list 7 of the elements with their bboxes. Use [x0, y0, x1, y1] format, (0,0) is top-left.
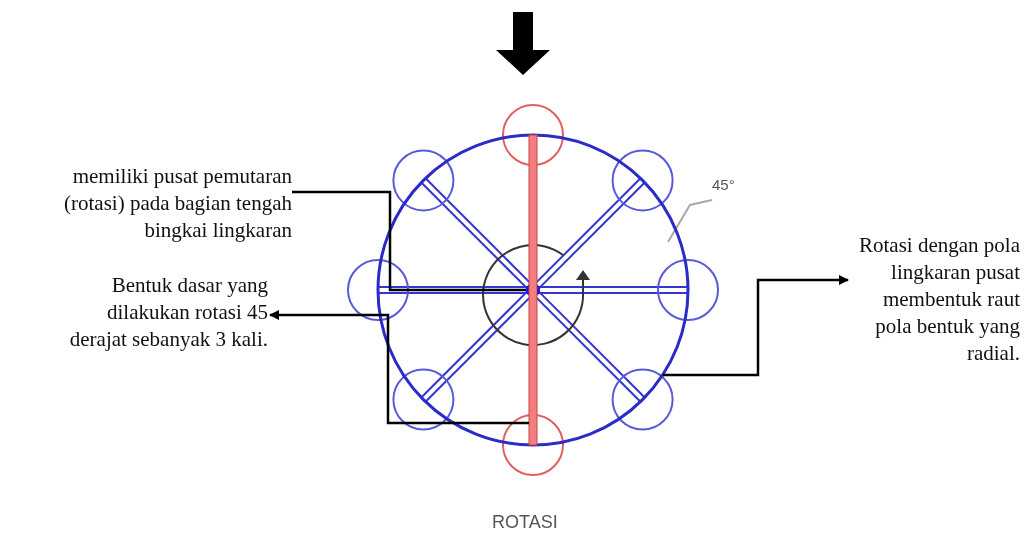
callout-text: memiliki pusat pemutaran (rotasi) pada bagian tengah bingkai lingkaran [52, 163, 292, 244]
callout-text: Rotasi dengan pola lingkaran pusat membentuk raut pola bentuk yang radial. [850, 232, 1020, 367]
callout-text: Bentuk dasar yang dilakukan rotasi 45 derajat sebanyak 3 kali. [63, 272, 268, 353]
leader-line [292, 190, 526, 292]
angle-label: 45° [712, 176, 735, 193]
arrow [269, 310, 529, 425]
figure-title: ROTASI [492, 512, 558, 533]
